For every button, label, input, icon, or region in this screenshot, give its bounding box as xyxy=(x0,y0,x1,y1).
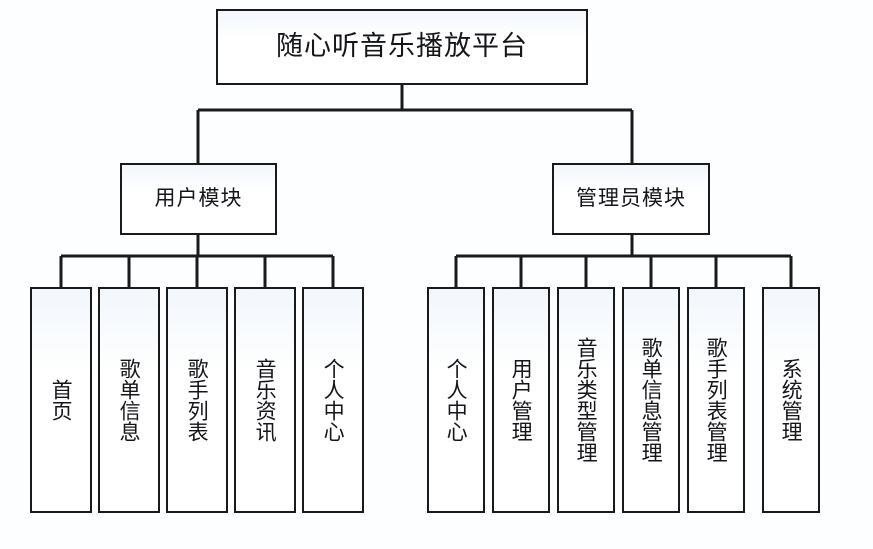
node-leaf-admin-user-management[interactable]: 用户管理 xyxy=(492,287,550,513)
node-module-user-label: 用户模块 xyxy=(154,186,243,211)
node-leaf-admin-system-management[interactable]: 系统管理 xyxy=(762,287,820,513)
node-module-admin-label: 管理员模块 xyxy=(576,186,686,211)
node-leaf-user-home[interactable]: 首页 xyxy=(30,287,92,513)
node-leaf-label: 个人中心 xyxy=(321,358,346,442)
node-leaf-admin-personal-center[interactable]: 个人中心 xyxy=(427,287,485,513)
node-root-platform[interactable]: 随心听音乐播放平台 xyxy=(216,9,588,85)
node-leaf-label: 个人中心 xyxy=(444,358,469,442)
node-leaf-admin-music-type-management[interactable]: 音乐类型管理 xyxy=(557,287,615,513)
node-leaf-label: 音乐资讯 xyxy=(253,358,278,442)
node-leaf-label: 歌手列表 xyxy=(185,358,210,442)
node-leaf-user-artist-list[interactable]: 歌手列表 xyxy=(166,287,228,513)
node-leaf-user-music-news[interactable]: 音乐资讯 xyxy=(234,287,296,513)
node-module-admin[interactable]: 管理员模块 xyxy=(552,163,710,235)
node-leaf-label: 歌单信息管理 xyxy=(639,337,664,463)
node-leaf-admin-artist-list-management[interactable]: 歌手列表管理 xyxy=(687,287,745,513)
node-leaf-label: 首页 xyxy=(49,379,74,421)
node-leaf-label: 歌手列表管理 xyxy=(704,337,729,463)
node-leaf-user-playlist-info[interactable]: 歌单信息 xyxy=(98,287,160,513)
node-module-user[interactable]: 用户模块 xyxy=(120,163,277,235)
node-leaf-admin-playlist-info-management[interactable]: 歌单信息管理 xyxy=(622,287,680,513)
node-leaf-label: 音乐类型管理 xyxy=(574,337,599,463)
node-leaf-label: 歌单信息 xyxy=(117,358,142,442)
node-leaf-user-personal-center[interactable]: 个人中心 xyxy=(302,287,364,513)
node-leaf-label: 用户管理 xyxy=(509,358,534,442)
node-leaf-label: 系统管理 xyxy=(779,358,804,442)
node-root-label: 随心听音乐播放平台 xyxy=(276,31,528,63)
